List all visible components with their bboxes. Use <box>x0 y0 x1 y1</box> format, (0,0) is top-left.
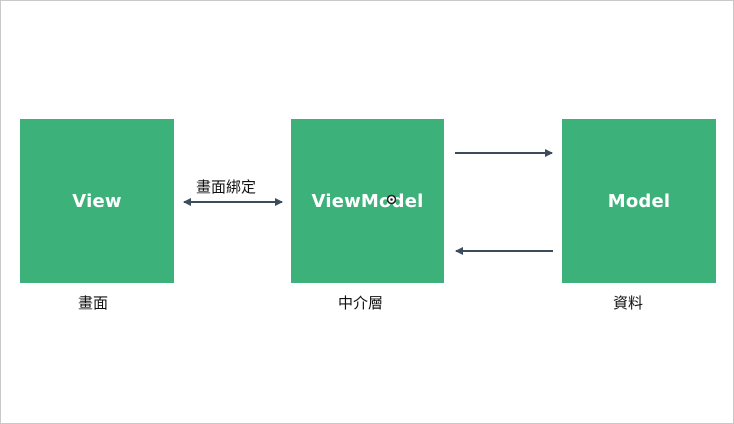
model-box: Model <box>562 119 716 283</box>
model-caption: 資料 <box>613 294 644 312</box>
viewmodel-box-label: ViewModel <box>311 190 424 212</box>
viewmodel-caption: 中介層 <box>338 294 384 312</box>
view-box: View <box>20 119 174 283</box>
cursor-icon <box>386 194 397 205</box>
binding-label: 畫面綁定 <box>196 178 257 196</box>
viewmodel-box: ViewModel <box>291 119 444 283</box>
model-box-label: Model <box>607 190 671 212</box>
view-caption: 畫面 <box>78 294 109 312</box>
view-box-label: View <box>72 190 122 212</box>
